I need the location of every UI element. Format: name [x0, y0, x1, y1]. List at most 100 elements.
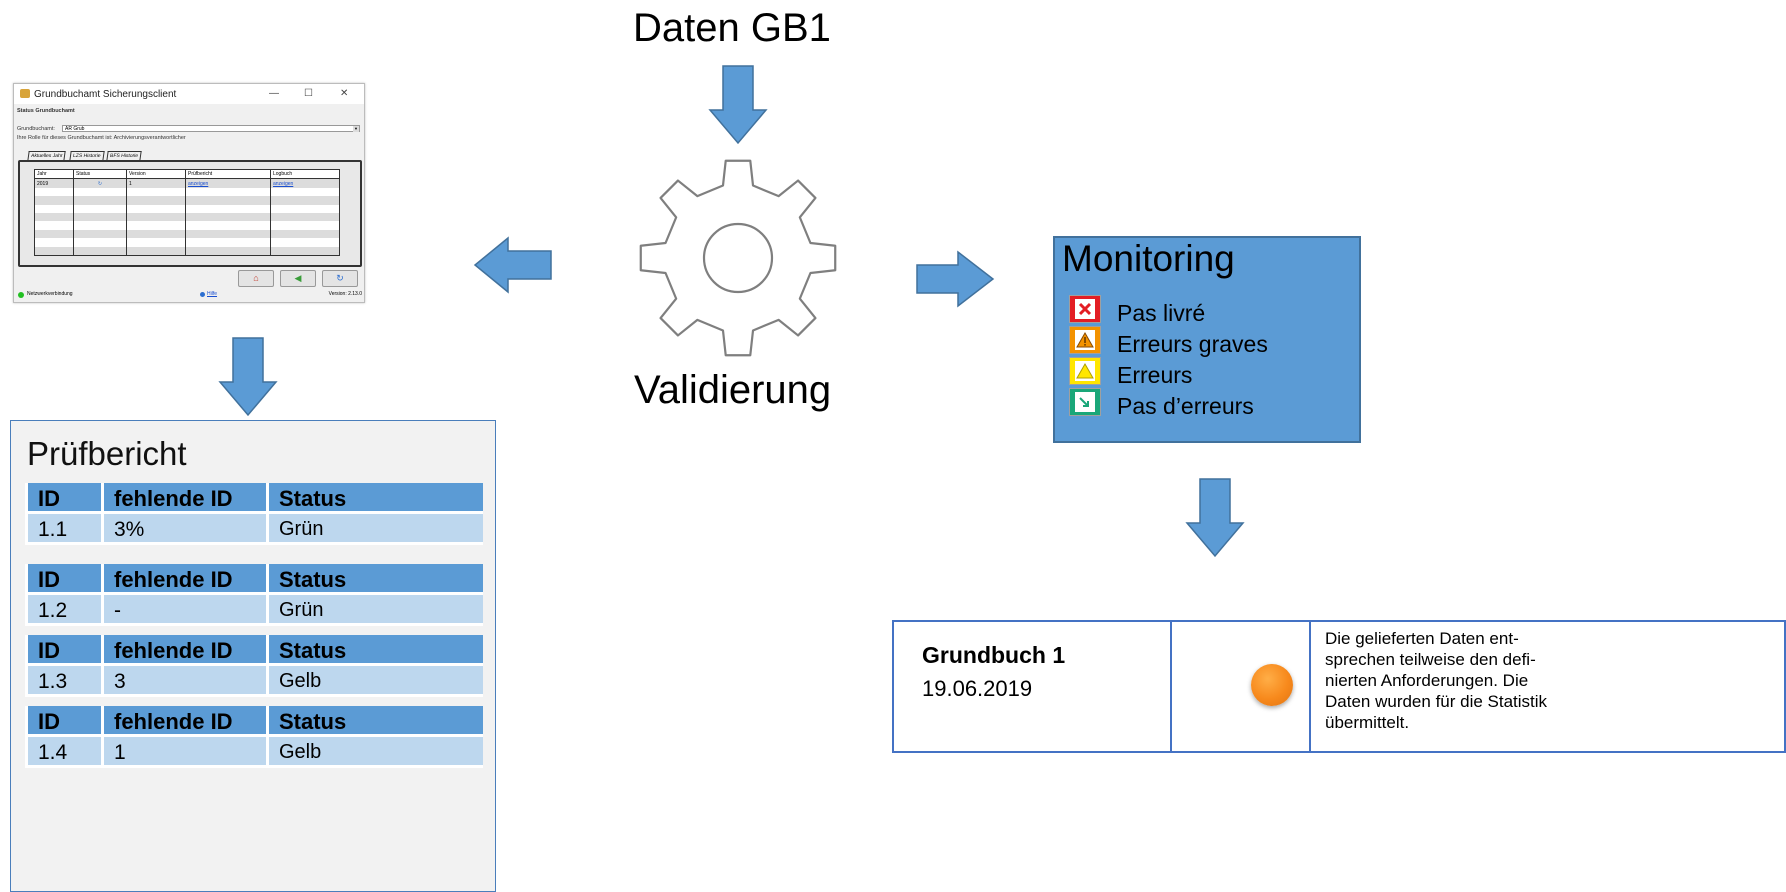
pruefbericht-title: Prüfbericht — [27, 435, 187, 472]
status-table: Jahr Status Version Prüfbericht Logbuch … — [34, 168, 340, 256]
monitoring-title: Monitoring — [1062, 238, 1235, 279]
column-divider — [1170, 622, 1172, 751]
grundbuchamt-value: AR Grub — [65, 126, 85, 132]
status-refresh-icon[interactable]: ↻ — [73, 178, 127, 188]
status-label-errors: Erreurs — [1117, 362, 1193, 388]
header-missing-id: fehlende ID — [101, 635, 266, 666]
result-message: Die gelieferten Daten ent- sprechen teil… — [1325, 628, 1785, 733]
cell-missing-id: 3 — [101, 666, 266, 697]
role-text: Ihre Rolle für dieses Grundbuchamt ist: … — [17, 135, 186, 141]
grundbuchamt-select[interactable]: AR Grub ▼ — [62, 125, 360, 132]
pruefbericht-panel: Prüfbericht ID fehlende ID Status 1.1 3%… — [10, 420, 496, 892]
red-x-icon — [1069, 295, 1101, 323]
table-row: 2019 ↻ 1 anzeigen anzeigen — [34, 178, 340, 188]
cell-jahr: 2019 — [34, 178, 74, 188]
arrow-down-to-validation — [708, 65, 768, 145]
back-button[interactable]: ◀ — [280, 270, 316, 287]
column-header: Jahr — [34, 168, 74, 180]
gear-icon — [639, 159, 837, 357]
cell-id: 1.3 — [25, 666, 101, 697]
header-id: ID — [25, 635, 101, 666]
report-header-row: ID fehlende ID Status — [25, 564, 483, 595]
status-bar: Netzwerkverbindung Hilfe Version: 2.13.0 — [14, 288, 364, 301]
app-icon — [20, 89, 30, 98]
table-row — [34, 204, 340, 213]
header-id: ID — [25, 483, 101, 514]
connection-status-text: Netzwerkverbindung — [27, 291, 73, 297]
result-message-line: übermittelt. — [1325, 713, 1410, 732]
connection-status-icon — [18, 292, 24, 298]
cell-version: 1 — [126, 178, 186, 188]
grundbuch-name: Grundbuch 1 — [922, 642, 1066, 668]
status-label-severe-errors: Erreurs graves — [1117, 331, 1268, 357]
orange-status-dot-icon — [1251, 664, 1293, 706]
header-missing-id: fehlende ID — [101, 483, 266, 514]
report-group-3: ID fehlende ID Status 1.3 3 Gelb — [25, 635, 483, 697]
minimize-button[interactable]: — — [269, 88, 279, 99]
version-text: Version: 2.13.0 — [328, 291, 362, 297]
cell-status: Gelb — [266, 666, 483, 697]
cell-id: 1.2 — [25, 595, 101, 626]
report-group-4: ID fehlende ID Status 1.4 1 Gelb — [25, 706, 483, 768]
header-status: Status — [266, 706, 483, 737]
result-message-line: Die gelieferten Daten ent- — [1325, 629, 1519, 648]
table-row — [34, 221, 340, 230]
column-header: Status — [73, 168, 127, 180]
cell-status: Grün — [266, 514, 483, 545]
monitoring-panel: Monitoring Pas livré Erreurs graves Erre… — [1053, 236, 1361, 443]
home-button[interactable]: ⌂ — [238, 270, 274, 287]
result-message-line: sprechen teilweise den defi- — [1325, 650, 1536, 669]
data-source-label: Daten GB1 — [633, 6, 831, 50]
arrow-down-to-result — [1185, 478, 1245, 558]
header-missing-id: fehlende ID — [101, 564, 266, 595]
report-header-row: ID fehlende ID Status — [25, 635, 483, 666]
cell-missing-id: - — [101, 595, 266, 626]
cell-id: 1.4 — [25, 737, 101, 768]
window-title: Grundbuchamt Sicherungsclient — [34, 89, 177, 100]
table-row — [34, 196, 340, 205]
header-missing-id: fehlende ID — [101, 706, 266, 737]
help-link[interactable]: Hilfe — [207, 291, 218, 297]
report-data-row: 1.1 3% Grün — [25, 514, 483, 545]
yellow-warning-icon — [1069, 357, 1101, 385]
header-id: ID — [25, 706, 101, 737]
report-header-row: ID fehlende ID Status — [25, 706, 483, 737]
grundbuch-date: 19.06.2019 — [922, 676, 1033, 701]
header-status: Status — [266, 483, 483, 514]
arrow-left-to-client — [473, 236, 552, 294]
logbuch-link[interactable]: anzeigen — [273, 180, 294, 187]
green-check-icon — [1069, 388, 1101, 416]
close-button[interactable]: ✕ — [340, 88, 349, 99]
report-group-1: ID fehlende ID Status 1.1 3% Grün — [25, 483, 483, 545]
report-data-row: 1.4 1 Gelb — [25, 737, 483, 768]
client-app-window: Grundbuchamt Sicherungsclient — ☐ ✕ Stat… — [13, 83, 365, 303]
section-title: Status Grundbuchamt — [17, 108, 75, 114]
header-status: Status — [266, 635, 483, 666]
column-header: Logbuch — [270, 168, 340, 180]
table-row — [34, 212, 340, 222]
help-icon — [200, 292, 205, 297]
cell-id: 1.1 — [25, 514, 101, 545]
validation-label: Validierung — [634, 368, 832, 412]
header-id: ID — [25, 564, 101, 595]
refresh-button[interactable]: ↻ — [322, 270, 358, 287]
maximize-button[interactable]: ☐ — [304, 88, 313, 99]
column-header: Version — [126, 168, 186, 180]
status-label-no-errors: Pas d’erreurs — [1117, 393, 1254, 419]
chevron-down-icon[interactable]: ▼ — [353, 126, 359, 132]
cell-status: Gelb — [266, 737, 483, 768]
pruefbericht-link[interactable]: anzeigen — [188, 180, 209, 187]
tab-panel: Jahr Status Version Prüfbericht Logbuch … — [18, 160, 362, 267]
cell-missing-id: 3% — [101, 514, 266, 545]
table-row — [34, 238, 340, 247]
column-divider — [1309, 622, 1311, 751]
table-row — [34, 229, 340, 239]
grundbuch-result-row: Grundbuch 1 19.06.2019 Die gelieferten D… — [892, 620, 1786, 753]
report-data-row: 1.2 - Grün — [25, 595, 483, 626]
status-label-not-delivered: Pas livré — [1117, 300, 1206, 326]
report-data-row: 1.3 3 Gelb — [25, 666, 483, 697]
grundbuchamt-label: Grundbuchamt: — [17, 126, 55, 132]
orange-warning-icon — [1069, 326, 1101, 354]
report-header-row: ID fehlende ID Status — [25, 483, 483, 514]
result-message-line: Daten wurden für die Statistik — [1325, 692, 1548, 711]
